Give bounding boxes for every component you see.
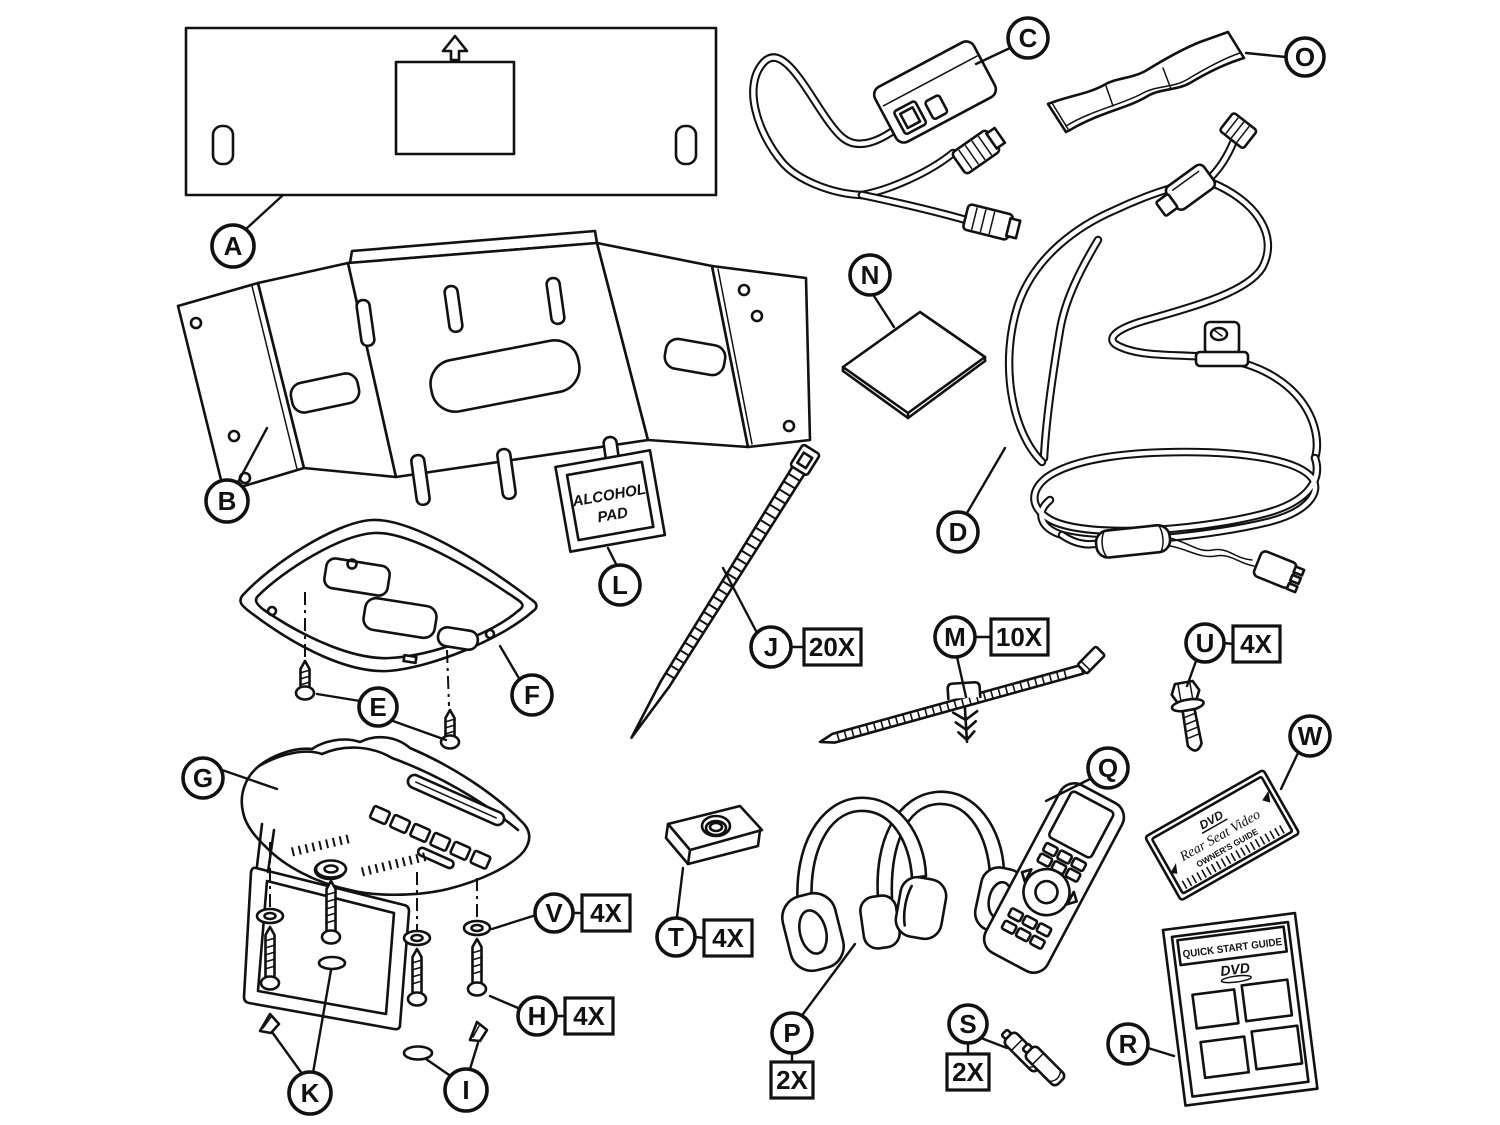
part-c-cable-module <box>749 40 1022 241</box>
connector <box>951 126 1007 175</box>
callout-L: L <box>598 563 642 607</box>
callout-K: K <box>287 1070 333 1116</box>
callout-M: M 10X <box>933 615 1050 659</box>
callout-E: E <box>357 686 399 728</box>
qty-badge: 4X <box>590 898 622 928</box>
part-m-tie-clip <box>818 645 1106 744</box>
part-g-dvd-unit <box>220 735 531 1031</box>
callout-letter: B <box>218 486 237 516</box>
connector <box>1252 550 1306 594</box>
callout-letter: W <box>1298 721 1323 751</box>
callout-letter: V <box>545 898 563 928</box>
callout-V: V 4X <box>533 892 632 934</box>
callout-letter: H <box>528 1001 547 1031</box>
part-j-cable-tie <box>630 443 821 739</box>
part-i-caps <box>402 1020 489 1079</box>
callout-letter: Q <box>1098 753 1118 783</box>
callout-O: O <box>1284 36 1326 78</box>
callout-letter: N <box>861 260 880 290</box>
part-k-caps <box>258 955 347 1077</box>
part-b-bracket <box>176 229 812 507</box>
callout-letter: L <box>612 570 628 600</box>
callout-letter: E <box>369 692 386 722</box>
qty-badge: 10X <box>996 622 1043 652</box>
qty-badge: 2X <box>952 1057 984 1087</box>
callout-H: H 4X <box>516 995 615 1037</box>
ferrite <box>1094 523 1172 559</box>
callout-J: J 20X <box>749 625 863 669</box>
part-f-mount-plate <box>239 518 538 682</box>
part-o-foam-strip <box>1046 30 1288 134</box>
callout-T: T 4X <box>655 916 754 958</box>
callout-letter: F <box>524 680 540 710</box>
dvd-slot <box>406 773 506 827</box>
callout-S: S 2X <box>945 1003 991 1092</box>
callout-letter: P <box>783 1018 800 1048</box>
callout-letter: U <box>1196 628 1215 658</box>
callout-letter: T <box>668 922 684 952</box>
part-e-screws <box>294 592 461 750</box>
barrel-connector <box>1155 163 1217 217</box>
qty-badge: 4X <box>1240 629 1272 659</box>
callout-Q: Q <box>1086 746 1130 790</box>
alcohol-pad-text: PAD <box>596 504 629 526</box>
callout-letter: M <box>944 622 966 652</box>
callout-letter: R <box>1119 1029 1138 1059</box>
callout-I: I <box>443 1067 489 1113</box>
callout-P: P 2X <box>769 1011 815 1100</box>
callout-letter: D <box>949 517 968 547</box>
callout-letter: G <box>193 763 213 793</box>
part-p-headphones <box>780 790 1027 1016</box>
part-r-quick-start-guide: QUICK START GUIDE DVD <box>1146 911 1319 1107</box>
part-q-remote <box>982 777 1126 974</box>
part-s-batteries <box>979 1028 1066 1087</box>
callout-G: G <box>181 756 225 800</box>
connector <box>1219 112 1258 149</box>
dvd-logo: DVD <box>1219 959 1250 979</box>
qty-badge: 4X <box>573 1001 605 1031</box>
part-w-owners-guide: DVD Rear Seat Video OWNER'S GUIDE <box>1144 751 1300 901</box>
callout-letter: K <box>301 1078 320 1108</box>
callout-R: R <box>1106 1022 1150 1066</box>
harness-clip <box>1194 320 1250 368</box>
callout-letter: O <box>1295 42 1315 72</box>
part-t-u-nut <box>664 804 764 919</box>
callout-B: B <box>204 478 250 524</box>
callout-U: U 4X <box>1184 622 1282 664</box>
unit-buttons <box>368 804 492 870</box>
part-d-harness <box>965 112 1322 594</box>
qty-badge: 4X <box>712 923 744 953</box>
callout-F: F <box>510 673 554 717</box>
callout-letter: J <box>764 632 778 662</box>
part-l-alcohol-pad: ALCOHOL PAD <box>554 449 667 568</box>
part-a-template <box>184 26 718 231</box>
callout-N: N <box>848 253 892 297</box>
part-u-bolt <box>1170 659 1205 752</box>
callout-A: A <box>210 223 256 269</box>
callout-letter: C <box>1019 23 1038 53</box>
callout-letter: S <box>959 1009 976 1039</box>
module-body <box>872 40 998 144</box>
callout-letter: A <box>224 231 243 261</box>
callout-C: C <box>1006 16 1050 60</box>
callout-W: W <box>1288 714 1332 758</box>
connector <box>962 203 1022 241</box>
part-v-washers-h-screws <box>255 842 535 1010</box>
qty-badge: 2X <box>776 1065 808 1095</box>
callout-letter: I <box>462 1075 469 1105</box>
part-n-pad <box>841 294 987 420</box>
callout-D: D <box>936 510 980 554</box>
qty-badge: 20X <box>809 632 856 662</box>
up-arrow-icon <box>441 34 469 62</box>
